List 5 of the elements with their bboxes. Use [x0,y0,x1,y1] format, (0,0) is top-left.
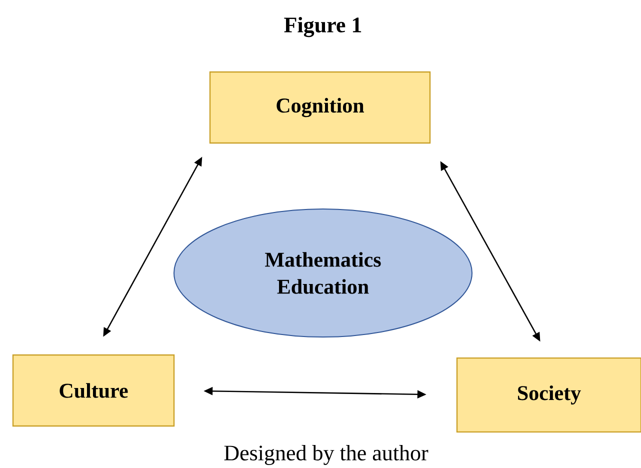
figure-title: Figure 1 [284,16,362,38]
concept-box: Cognition [209,71,431,144]
concept-box: Culture [12,354,175,427]
concept-box: Society [456,357,641,433]
caption: Designed by the author [224,445,428,465]
